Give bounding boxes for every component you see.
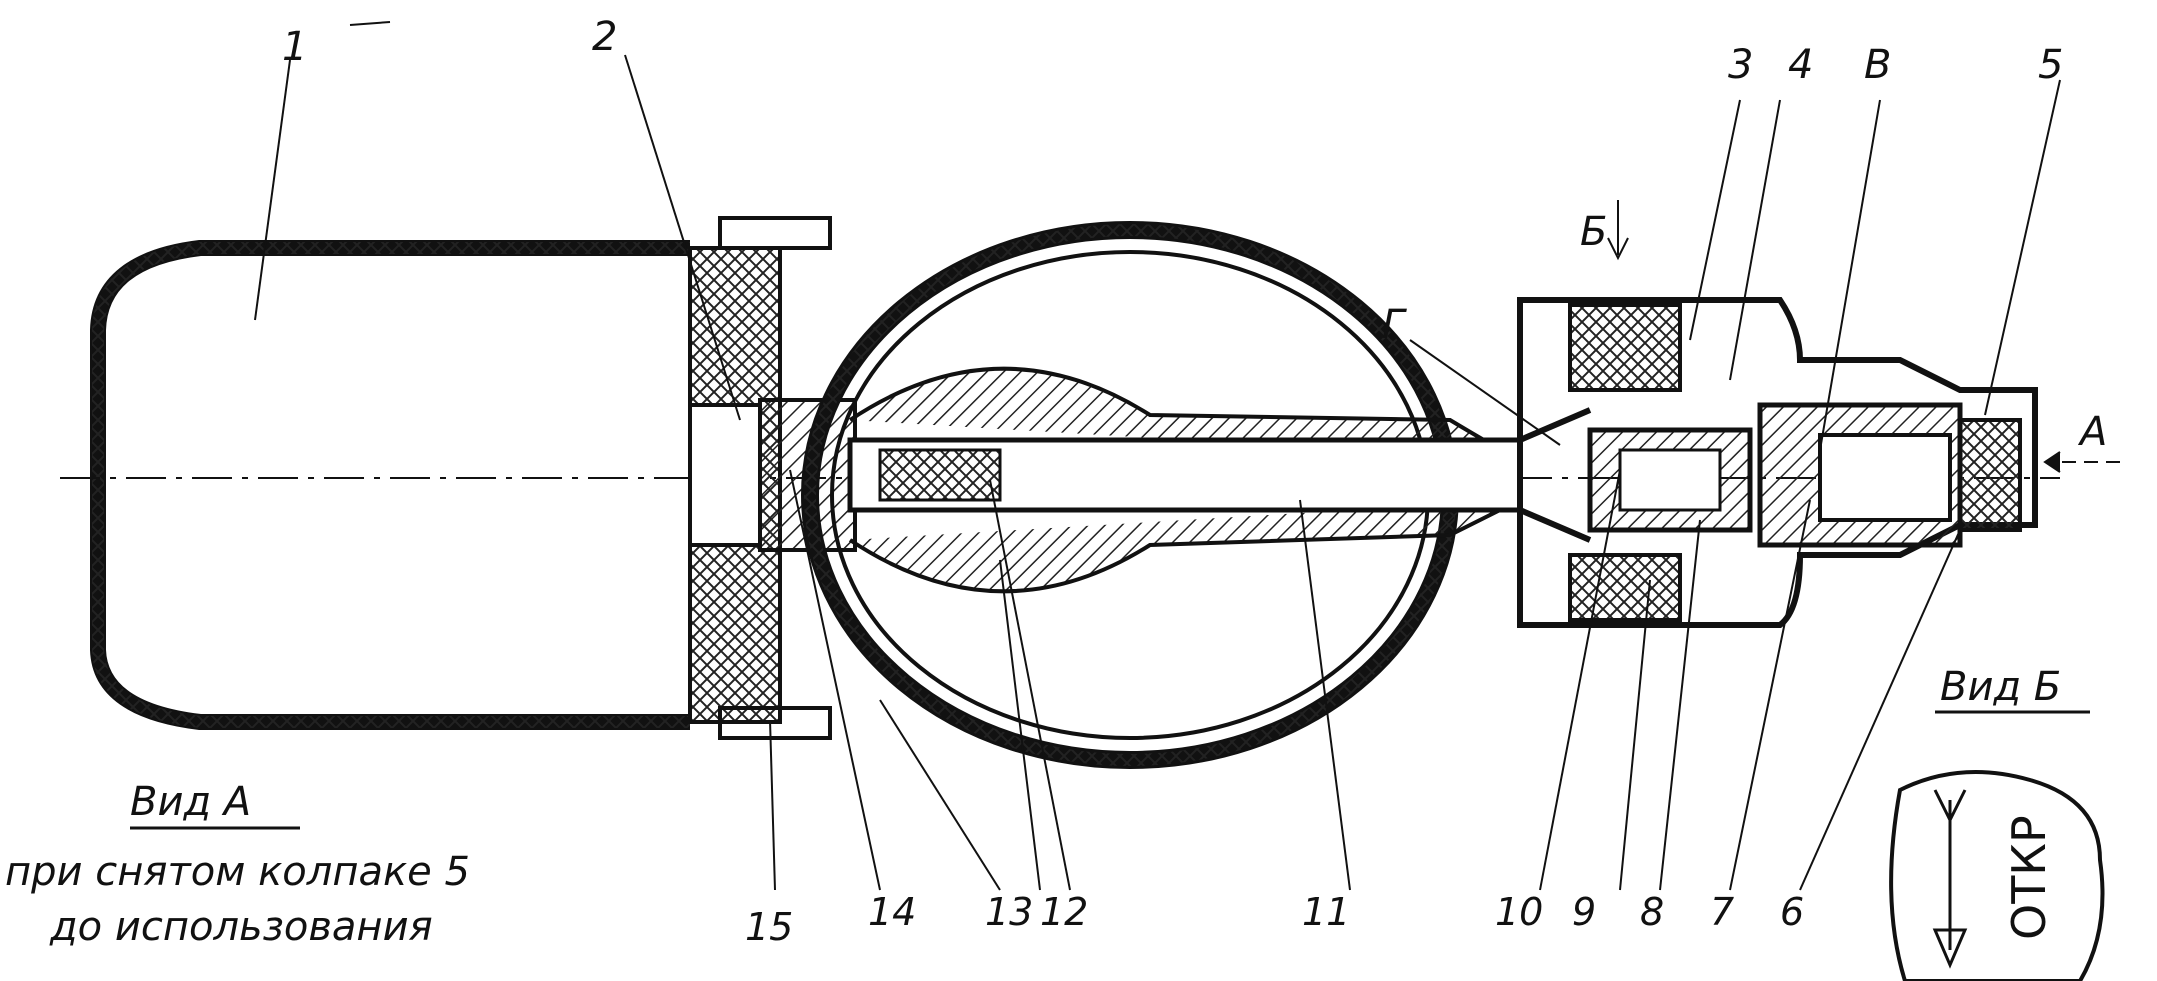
callout-11: 11: [1302, 890, 1350, 934]
callout-b-arrow: Б: [1580, 209, 1607, 255]
callout-a-arrow: А: [2077, 409, 2107, 455]
callout-g: Г: [1382, 302, 1407, 348]
view-a-line2: до использования: [49, 904, 433, 950]
view-b-title: Вид Б: [1940, 664, 2061, 710]
callout-8: 8: [1640, 890, 1664, 934]
callout-15: 15: [745, 905, 793, 949]
callout-10: 10: [1495, 890, 1543, 934]
callout-6: 6: [1780, 890, 1804, 934]
view-b-plate: [1889, 770, 2105, 981]
callout-9: 9: [1572, 890, 1596, 934]
callout-5: 5: [2038, 42, 2063, 88]
callout-4: 4: [1788, 42, 1813, 88]
sphere-body: [801, 221, 1592, 769]
callout-12: 12: [1040, 890, 1088, 934]
callout-13: 13: [985, 890, 1033, 934]
view-b-marking: ОТКР: [2002, 815, 2056, 940]
view-a-title: Вид А: [130, 779, 251, 825]
valve-head: [1517, 297, 2038, 628]
callout-3: 3: [1728, 42, 1753, 88]
callout-1: 1: [282, 24, 307, 70]
leader-lines: [130, 21, 2120, 891]
callout-v: В: [1864, 42, 1891, 88]
callout-7: 7: [1710, 890, 1734, 934]
cylinder-part-1: [90, 240, 690, 730]
callout-14: 14: [868, 890, 916, 934]
view-a-line1: при снятом колпаке 5: [5, 849, 470, 895]
callout-2: 2: [592, 14, 617, 60]
